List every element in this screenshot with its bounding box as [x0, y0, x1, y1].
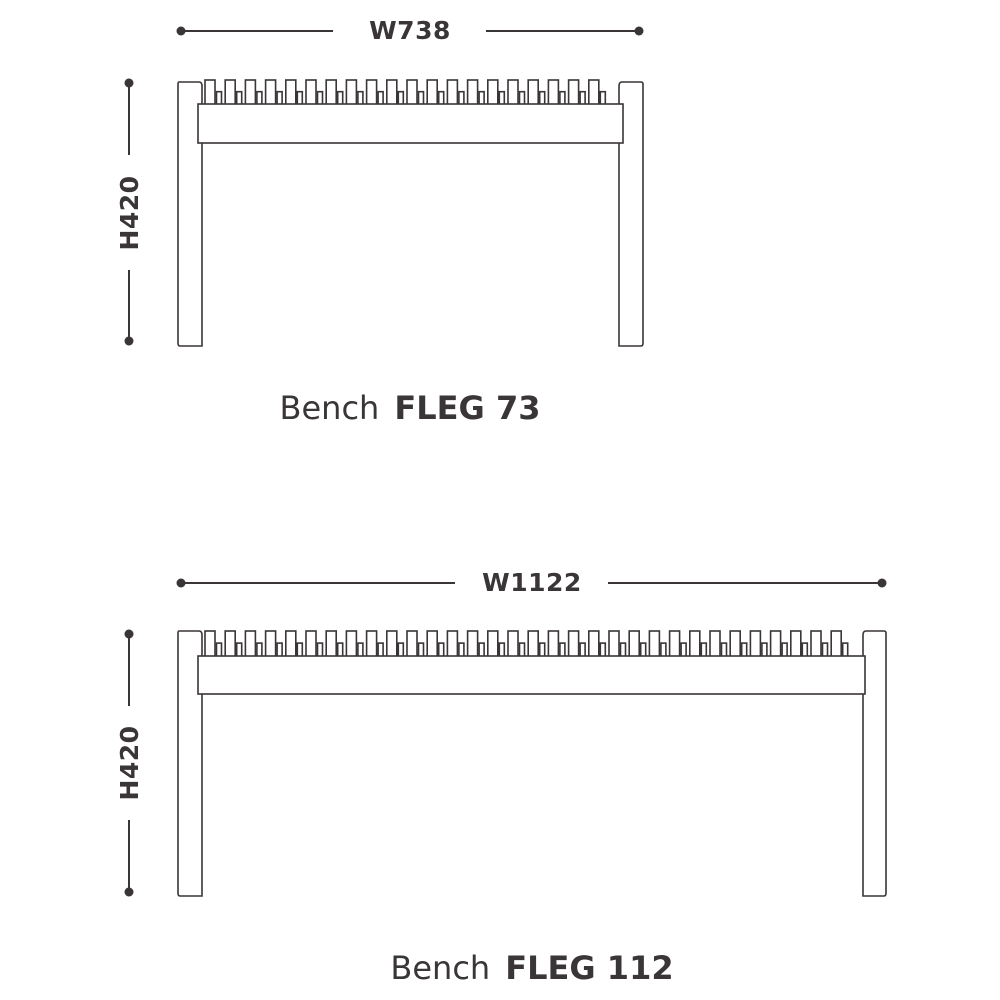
right-leg — [862, 630, 887, 897]
seat-weave — [204, 630, 849, 659]
height-label: H420 — [115, 175, 144, 250]
seat-cord-loop — [789, 630, 802, 659]
left-leg — [177, 81, 203, 347]
seat-cord-loop — [284, 630, 297, 659]
bench-outline — [177, 630, 887, 897]
height-dimension — [124, 629, 134, 897]
seat-cord-loop — [769, 630, 782, 659]
seat-cord-loop — [668, 630, 681, 659]
seat-cord-loop — [648, 630, 661, 659]
seat-cord-loop — [426, 79, 439, 107]
seat-cord-loop — [264, 79, 277, 107]
seat-cord-loop — [749, 630, 762, 659]
seat-cord-loop — [567, 630, 580, 659]
seat-cord-loop — [446, 79, 459, 107]
width-label: W738 — [369, 16, 451, 45]
seat-rail — [197, 655, 866, 695]
seat-cord-loop — [446, 630, 459, 659]
bench-caption: Bench FLEG 112 — [390, 949, 673, 987]
seat-cord-loop — [507, 630, 519, 659]
bench-outline — [177, 79, 644, 347]
bench-fleg-112: W1122 H420 Bench FLEG 112 — [115, 568, 887, 987]
left-leg — [177, 630, 203, 897]
height-label: H420 — [115, 725, 144, 800]
seat-cord-loop — [527, 79, 540, 107]
width-dimension — [176, 26, 644, 36]
seat-cord-loop — [810, 630, 822, 659]
seat-cord-loop — [547, 630, 560, 659]
seat-cord-loop — [385, 79, 398, 107]
height-dimension — [124, 78, 134, 346]
right-leg — [618, 81, 644, 347]
seat-cord-loop — [709, 630, 721, 659]
seat-cord-loop — [608, 630, 620, 659]
seat-cord-loop — [406, 79, 418, 107]
seat-cord-loop — [486, 79, 499, 107]
caption-prefix: Bench — [280, 389, 380, 427]
seat-cord-loop — [204, 79, 216, 107]
caption-model: FLEG 73 — [394, 389, 540, 427]
seat-cord-loop — [729, 630, 742, 659]
seat-cord-loop — [244, 79, 257, 107]
seat-cord-loop — [345, 630, 358, 659]
seat-cord-loop — [264, 630, 277, 659]
seat-cord-loop — [587, 630, 600, 659]
seat-cord-loop — [507, 79, 519, 107]
seat-cord-loop — [224, 79, 236, 107]
seat-cord-loop — [325, 79, 338, 107]
seat-cord-loop — [406, 630, 418, 659]
seat-cord-loop — [466, 79, 479, 107]
seat-cord-loop — [830, 630, 843, 659]
seat-cord-loop — [466, 630, 479, 659]
seat-cord-loop — [628, 630, 641, 659]
seat-cord-loop — [224, 630, 236, 659]
seat-cord-loop — [527, 630, 540, 659]
seat-cord-loop — [325, 630, 338, 659]
width-label: W1122 — [482, 568, 582, 597]
width-dimension — [176, 578, 887, 588]
caption-model: FLEG 112 — [505, 949, 673, 987]
seat-cord-loop — [688, 630, 701, 659]
seat-cord-loop — [385, 630, 398, 659]
seat-cord-loop — [345, 79, 358, 107]
seat-cord-loop — [567, 79, 580, 107]
bench-caption: Bench FLEG 73 — [280, 389, 541, 427]
seat-cord-loop — [365, 79, 378, 107]
seat-cord-loop — [426, 630, 439, 659]
caption-prefix: Bench — [390, 949, 490, 987]
seat-cord-loop — [204, 630, 216, 659]
seat-cord-loop — [547, 79, 560, 107]
seat-weave — [204, 79, 607, 107]
seat-cord-loop — [486, 630, 499, 659]
seat-cord-loop — [587, 79, 600, 107]
seat-cord-loop — [305, 79, 317, 107]
seat-rail — [197, 103, 624, 144]
seat-cord-loop — [305, 630, 317, 659]
seat-cord-loop — [244, 630, 257, 659]
seat-cord-loop — [284, 79, 297, 107]
bench-fleg-73: W738 H420 Bench FLEG 73 — [115, 16, 644, 427]
seat-cord-loop — [365, 630, 378, 659]
